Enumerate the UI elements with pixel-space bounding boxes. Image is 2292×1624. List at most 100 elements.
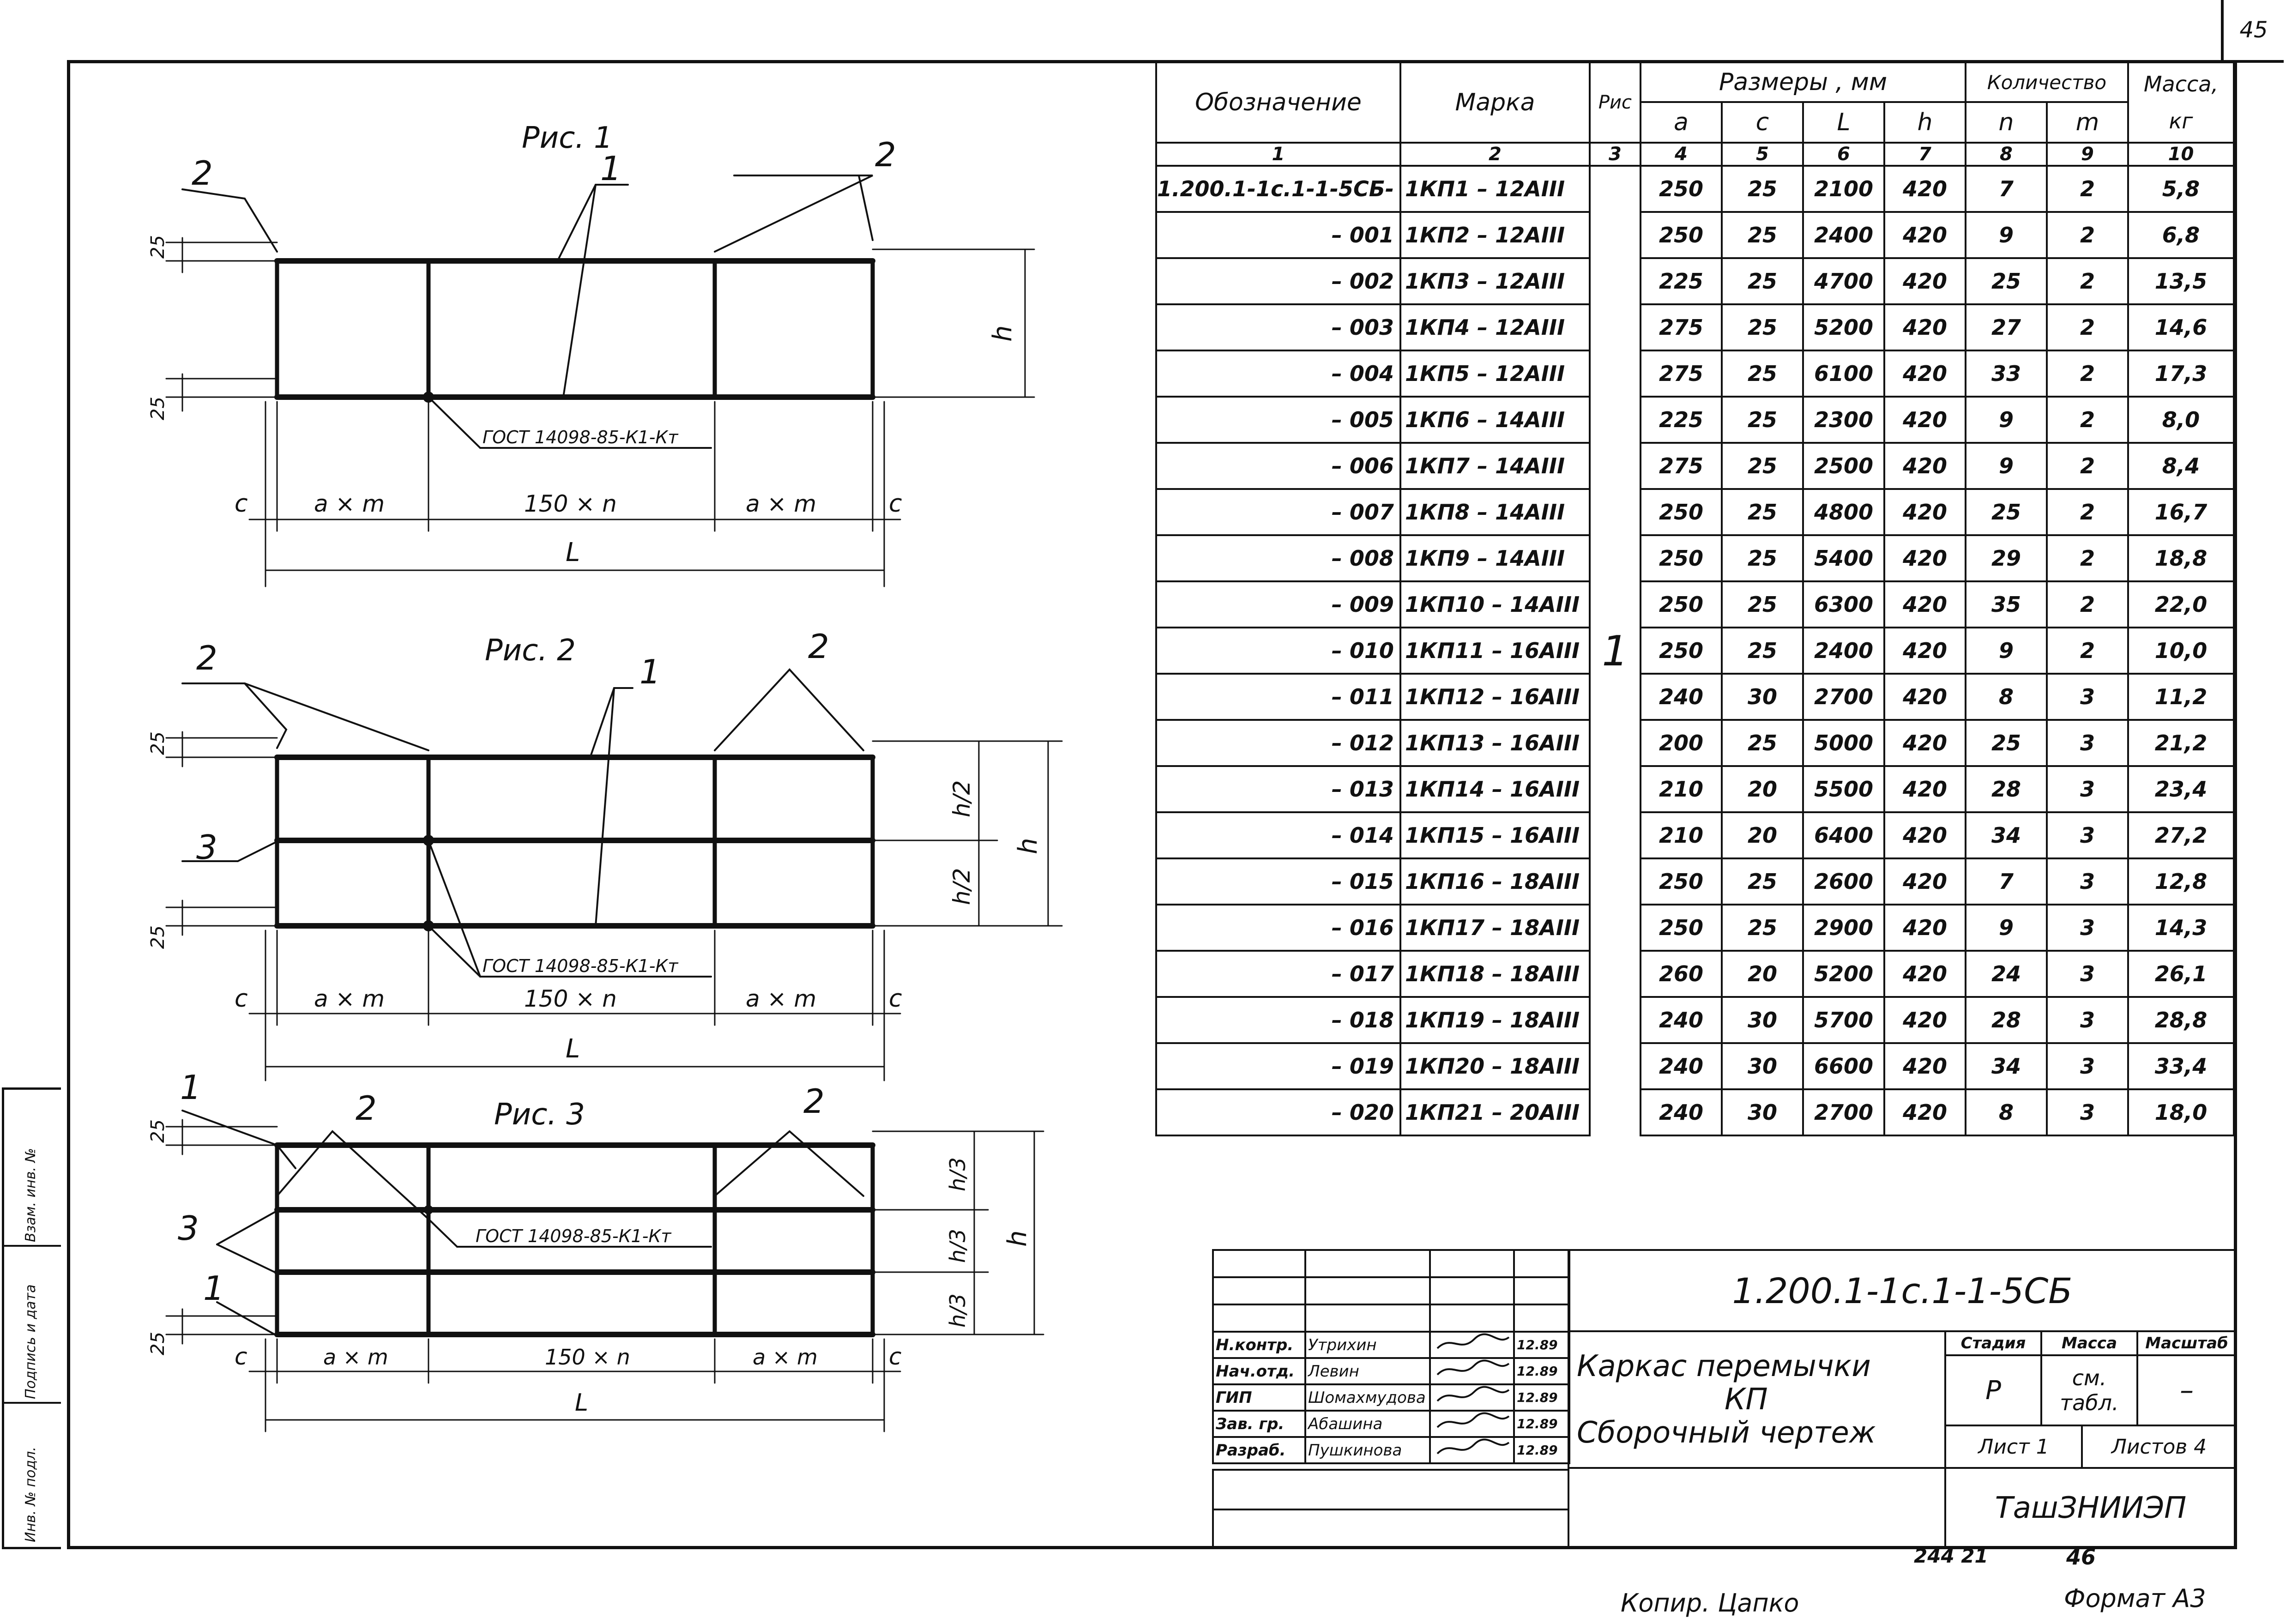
cell-h: 420 [1883,627,1966,675]
staff-date: 12.89 [1513,1357,1570,1385]
cell-c: 25 [1720,719,1804,767]
cell-designation: – 005 [1155,396,1401,444]
fig2-gost: ГОСТ 14098-85-К1-Кт [483,956,679,976]
fig2-bottom-gap: 25 [147,925,169,949]
cell-mark: 1КП18 – 18АIII [1399,950,1591,998]
blank-box [1568,1467,1946,1549]
cell-c: 25 [1720,396,1804,444]
cell-designation: – 013 [1155,765,1401,813]
cell-c: 25 [1720,350,1804,398]
fig2-half-2: h/2 [948,868,975,905]
cell-h: 420 [1883,257,1966,305]
fig1-gost: ГОСТ 14098-85-К1-Кт [483,427,679,447]
cell-m: 2 [2045,396,2129,444]
cell-m: 3 [2045,811,2129,859]
fig3-third-3: h/3 [945,1293,970,1328]
cell-designation: – 008 [1155,534,1401,582]
cell-h: 420 [1883,765,1966,813]
cell-a: 240 [1639,996,1723,1044]
cell-h: 420 [1883,1042,1966,1090]
cell-c: 25 [1720,857,1804,906]
sheet-number: 45 [2221,0,2284,63]
cell-l: 5200 [1802,303,1885,351]
cell-m: 2 [2045,350,2129,398]
cell-a: 250 [1639,534,1723,582]
colnum-8: 8 [1964,142,2048,167]
hdr-sizes: Размеры , мм [1639,61,1966,103]
figure-1 [165,175,1035,587]
cell-l: 2400 [1802,627,1885,675]
staff-signature [1429,1410,1515,1438]
cell-a: 240 [1639,673,1723,721]
cell-a: 250 [1639,165,1723,213]
cell-designation: – 014 [1155,811,1401,859]
fig3-title: Рис. 3 [494,1098,585,1132]
figure-2 [165,668,1063,1081]
fig3-gost: ГОСТ 14098-85-К1-Кт [476,1226,672,1246]
cell-c: 30 [1720,996,1804,1044]
colnum-10: 10 [2127,142,2235,167]
cell-h: 420 [1883,442,1966,490]
fig1-c-left: c [235,490,248,518]
cell-designation: – 010 [1155,627,1401,675]
cell-m: 2 [2045,627,2129,675]
cell-mark: 1КП7 – 14АIII [1399,442,1591,490]
cell-a: 250 [1639,904,1723,952]
fig1-right-span: a × m [746,490,816,517]
fig3-bottom-gap: 25 [147,1332,169,1355]
cell-c: 25 [1720,211,1804,259]
cell-designation: – 002 [1155,257,1401,305]
cell-l: 5000 [1802,719,1885,767]
fig2-top-gap: 25 [147,731,169,755]
cell-mark: 1КП15 – 16АIII [1399,811,1591,859]
cell-mark: 1КП20 – 18АIII [1399,1042,1591,1090]
fig1-top-gap: 25 [147,235,169,259]
cell-n: 9 [1964,211,2048,259]
cell-m: 2 [2045,303,2129,351]
cell-l: 2300 [1802,396,1885,444]
fig3-height: h [1002,1231,1032,1247]
cell-l: 6300 [1802,580,1885,628]
page-number: 46 [2066,1545,2096,1570]
cell-mark: 1КП10 – 14АIII [1399,580,1591,628]
cell-mass: 11,2 [2127,673,2235,721]
cell-m: 3 [2045,673,2129,721]
cell-m: 2 [2045,580,2129,628]
cell-mark: 1КП6 – 14АIII [1399,396,1591,444]
cell-mark: 1КП11 – 16АIII [1399,627,1591,675]
cell-m: 2 [2045,488,2129,536]
hdr-c: c [1720,101,1804,144]
cell-designation: – 001 [1155,211,1401,259]
cell-m: 2 [2045,442,2129,490]
cell-h: 420 [1883,996,1966,1044]
fig3-mid-span: 150 × n [545,1345,630,1370]
cell-mass: 14,6 [2127,303,2235,351]
fig3-third-1: h/3 [945,1157,970,1191]
cell-mark: 1КП17 – 18АIII [1399,904,1591,952]
cell-m: 3 [2045,765,2129,813]
cell-n: 25 [1964,257,2048,305]
cell-designation: – 015 [1155,857,1401,906]
replace-inv-cell: Взам. инв. № [4,1090,61,1247]
colnum-9: 9 [2045,142,2129,167]
specification-table: Обозначение Марка Рис Размеры , мм Колич… [1155,61,2235,1136]
cell-mass: 8,0 [2127,396,2235,444]
format: Формат А3 [2064,1584,2206,1613]
hdr-m: m [2045,101,2129,144]
hdr-mark: Марка [1399,61,1591,144]
cell-c: 20 [1720,811,1804,859]
fig2-c-right: c [889,985,902,1013]
cell-mass: 16,7 [2127,488,2235,536]
cell-m: 3 [2045,996,2129,1044]
cell-mass: 21,2 [2127,719,2235,767]
